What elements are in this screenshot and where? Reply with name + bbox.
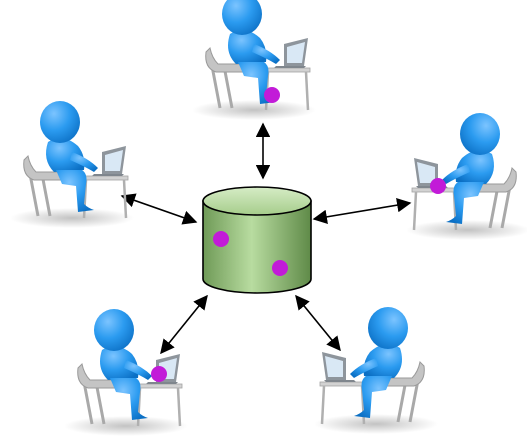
user-node-bottom-right	[312, 305, 440, 436]
user-marker	[430, 178, 446, 194]
database-marker	[213, 231, 229, 247]
arrow-right	[312, 198, 412, 224]
user-marker	[151, 366, 167, 382]
user-node-right	[404, 111, 527, 242]
arrow-bottom-left	[160, 294, 208, 355]
user-marker	[264, 87, 280, 103]
database-cylinder	[202, 186, 312, 294]
user-node-top	[190, 0, 318, 122]
arrow-bottom-right	[295, 294, 341, 352]
user-node-left	[8, 99, 136, 230]
user-node-bottom-left	[62, 307, 190, 438]
arrow-left	[120, 193, 198, 225]
database-marker	[272, 260, 288, 276]
connection-arrows	[120, 122, 412, 355]
